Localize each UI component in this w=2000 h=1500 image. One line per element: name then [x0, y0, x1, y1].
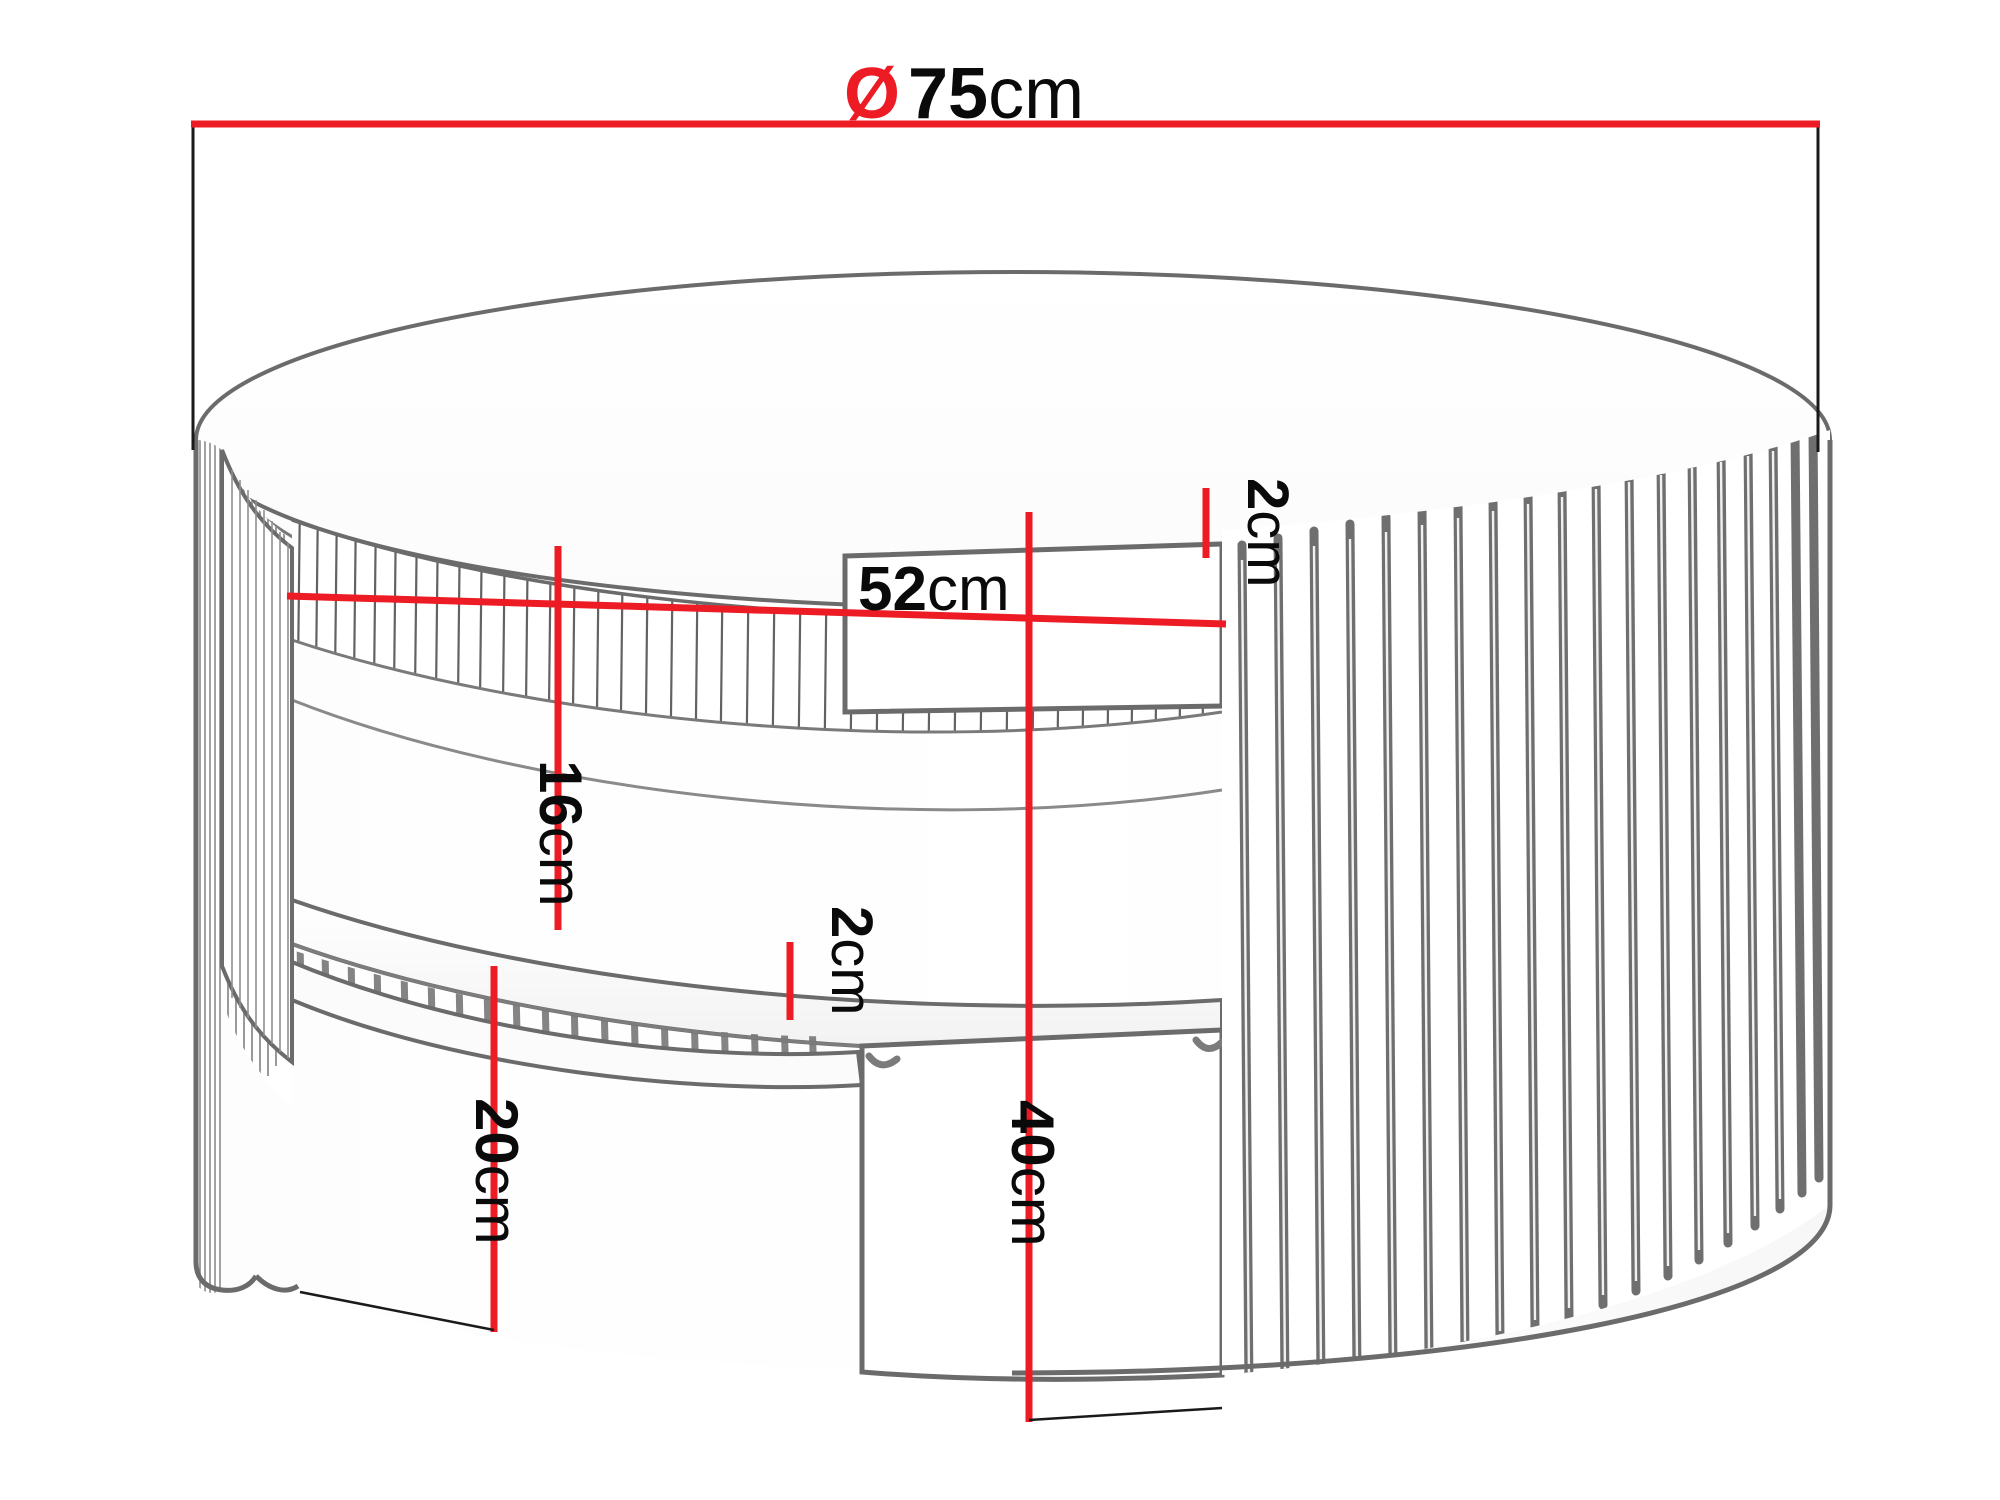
base-foot-left	[865, 1052, 901, 1069]
shelf-thickness-unit: cm	[819, 938, 884, 1015]
dimension-annotations	[191, 120, 1820, 1422]
inner-width-dimension-line	[286, 592, 1227, 628]
label-shelf-thickness: 2cm	[819, 906, 884, 1016]
diameter-unit: cm	[988, 54, 1084, 134]
shelf-gap-value: 16	[527, 760, 594, 827]
inner-slat-band-bottom-edge	[291, 638, 1223, 734]
top-thickness-unit: cm	[1235, 510, 1300, 587]
diameter-value: 75	[908, 54, 988, 134]
base-front-panel	[859, 1027, 1225, 1382]
inner-width-text: 52cm	[858, 555, 1010, 624]
shelf-thickness-value: 2	[819, 906, 884, 938]
top-thickness-text: 2cm	[1235, 478, 1300, 588]
total-height-leader	[1028, 1406, 1223, 1422]
mid-shelf-far-edge	[291, 698, 1223, 812]
label-shelf-gap: 16cm	[527, 760, 594, 907]
base-left-tip	[254, 1274, 300, 1293]
shelf-thickness-text: 2cm	[819, 906, 884, 1016]
total-height-value: 40	[999, 1100, 1066, 1167]
diameter-symbol: Ø	[844, 54, 900, 134]
total-height-text: 40cm	[999, 1100, 1066, 1247]
base-height-text: 20cm	[463, 1098, 530, 1245]
inner-width-value: 52	[858, 555, 927, 624]
label-base-height: 20cm	[463, 1098, 530, 1245]
left-wall-slat-lines	[231, 470, 289, 1058]
outer-right-slat-panel	[1222, 430, 1830, 1375]
dimension-labels: Ø 75cm 2cm 52cm 16cm	[463, 54, 1300, 1247]
total-height-unit: cm	[999, 1167, 1066, 1247]
base-height-value: 20	[463, 1098, 530, 1165]
shelf-gap-text: 16cm	[527, 760, 594, 907]
table-left-outline	[193, 440, 259, 1293]
lower-shelf-underside	[290, 959, 865, 1090]
label-inner-width: 52cm	[858, 555, 1010, 624]
diameter-value-text: 75cm	[908, 54, 1084, 134]
table-right-outline	[1011, 440, 1833, 1376]
label-diameter: Ø 75cm	[844, 54, 1084, 134]
label-top-thickness: 2cm	[1235, 478, 1300, 588]
base-height-leader	[299, 1290, 495, 1332]
base-foot-right	[1192, 1036, 1226, 1052]
base-height-unit: cm	[463, 1165, 530, 1245]
inner-width-unit: cm	[927, 555, 1010, 624]
label-total-height: 40cm	[999, 1100, 1066, 1247]
table-body	[193, 270, 1833, 1382]
top-thickness-value: 2	[1235, 478, 1300, 510]
outer-left-slat-panel	[196, 440, 222, 1293]
shelf-gap-unit: cm	[527, 827, 594, 907]
